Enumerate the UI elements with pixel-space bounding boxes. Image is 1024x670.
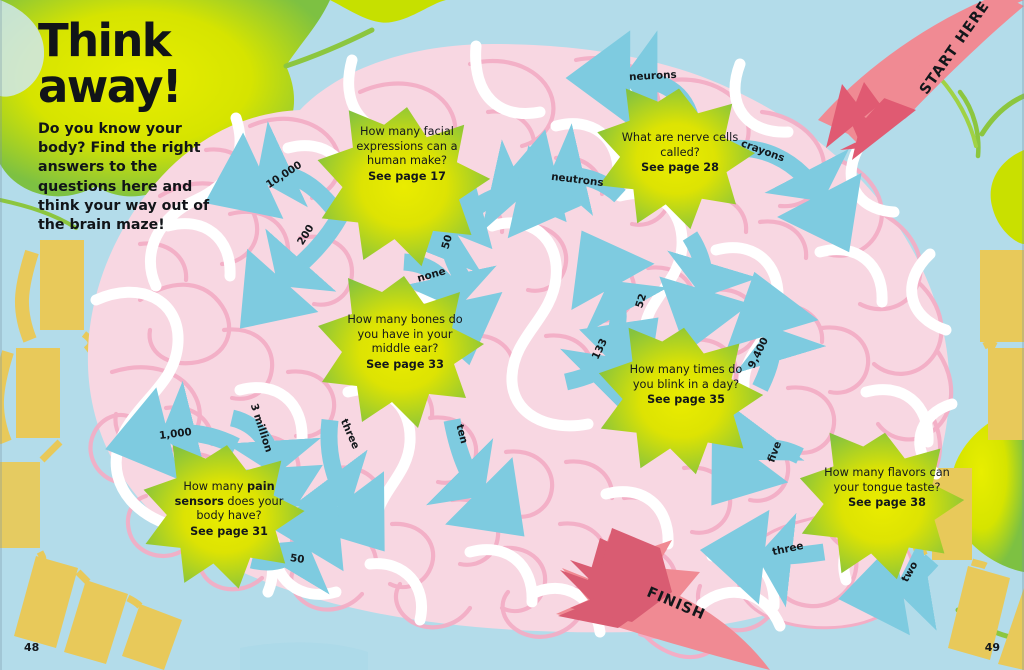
page-title: Think away! [38, 14, 182, 113]
arrow-ten [425, 418, 525, 537]
arrow-two [838, 536, 939, 636]
arrow-connector-b [659, 231, 759, 353]
star-facial-expressions [317, 107, 491, 267]
arrow-9400 [727, 271, 827, 392]
star-middle-ear-bones [318, 276, 484, 428]
star-nerve-cells [597, 88, 755, 230]
star-blinks-per-day [598, 327, 764, 475]
page-number-right: 49 [984, 641, 1000, 654]
decorative-blob [0, 0, 45, 97]
page-subtitle: Do you know your body? Find the right an… [38, 120, 210, 234]
arrow-50-low [247, 491, 344, 595]
arrow-connector-a [464, 139, 582, 239]
spread-edge-right [1022, 0, 1024, 670]
arrow-three-mid [291, 418, 385, 552]
star-pain-sensors [143, 445, 305, 589]
star-tongue-flavors [799, 432, 965, 580]
neuron-cell-right [938, 76, 1024, 315]
arrow-52 [571, 230, 668, 343]
arrow-10000 [204, 121, 343, 219]
decorative-wave [240, 642, 368, 670]
arrow-133 [559, 317, 659, 417]
arrow-five [711, 403, 805, 506]
spread-edge-left [0, 0, 2, 670]
arrow-200 [239, 211, 348, 329]
page-number-left: 48 [24, 641, 40, 654]
arrow-three-low [699, 509, 826, 608]
start-here-arrow [818, 0, 1024, 160]
headline-block: Think away! Do you know your body? Find … [38, 18, 308, 236]
axon-right [909, 250, 1024, 670]
question-stars [143, 88, 965, 589]
arrow-1000 [105, 380, 240, 480]
finish-arrow [556, 528, 770, 670]
axon-left [0, 240, 182, 670]
